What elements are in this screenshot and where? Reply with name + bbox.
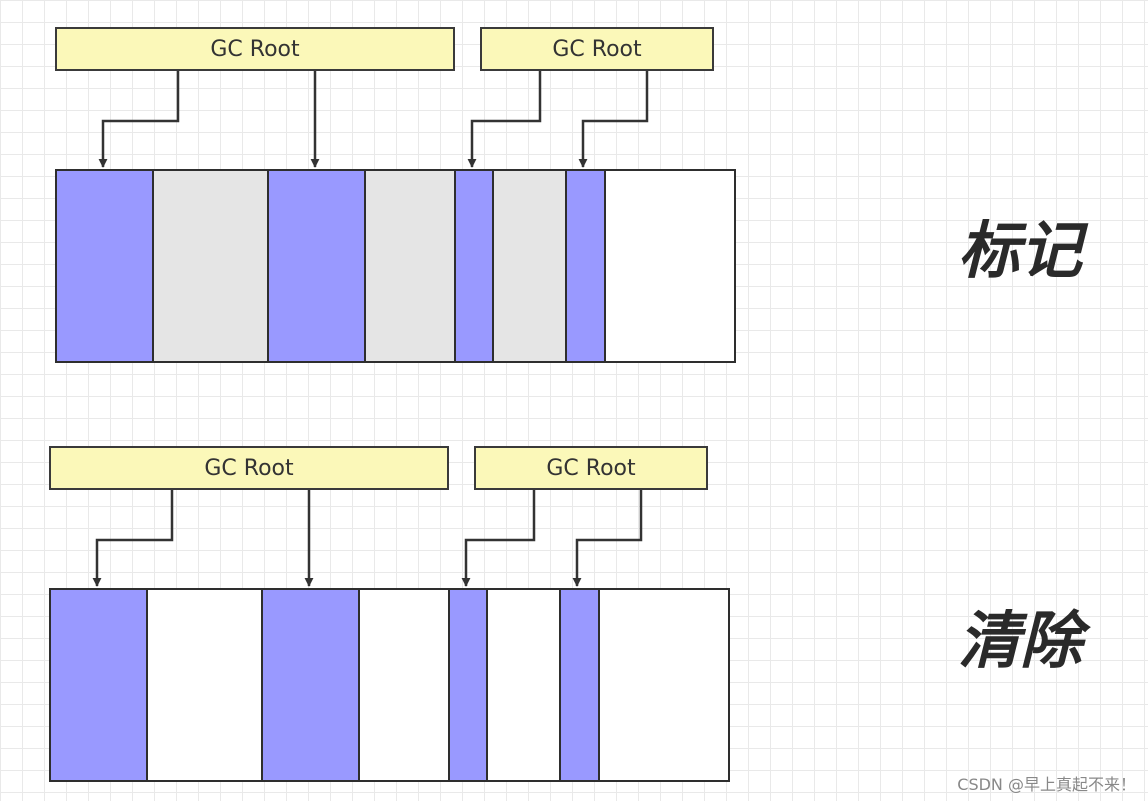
sweep-gc-root-1: GC Root xyxy=(49,446,449,490)
mark-heap-cell-1 xyxy=(57,171,154,361)
mark-heap xyxy=(55,169,736,363)
mark-arrow-4 xyxy=(578,71,649,168)
sweep-heap xyxy=(49,588,730,782)
mark-heap-cell-5 xyxy=(456,171,494,361)
watermark: CSDN @早上真起不来！ xyxy=(957,775,1136,794)
mark-heap-cell-3 xyxy=(269,171,366,361)
mark-arrow-3 xyxy=(467,71,542,168)
mark-gc-root-2: GC Root xyxy=(480,27,714,71)
sweep-gc-root-2: GC Root xyxy=(474,446,708,490)
sweep-phase-label: 清除 xyxy=(958,604,1083,677)
sweep-heap-cell-5 xyxy=(450,590,488,780)
mark-heap-cell-7 xyxy=(567,171,606,361)
sweep-heap-cell-2 xyxy=(148,590,263,780)
mark-arrow-1 xyxy=(98,71,180,168)
sweep-heap-cell-8 xyxy=(600,590,728,780)
mark-phase-label: 标记 xyxy=(958,214,1083,287)
sweep-gc-root-2-label: GC Root xyxy=(546,455,636,481)
mark-gc-root-2-label: GC Root xyxy=(552,36,642,62)
mark-heap-cell-4 xyxy=(366,171,456,361)
mark-gc-root-1: GC Root xyxy=(55,27,455,71)
mark-heap-cell-8 xyxy=(606,171,734,361)
sweep-heap-cell-7 xyxy=(561,590,600,780)
mark-heap-cell-6 xyxy=(494,171,567,361)
sweep-arrow-3 xyxy=(461,490,536,587)
sweep-arrow-1 xyxy=(92,490,174,587)
sweep-heap-cell-3 xyxy=(263,590,360,780)
mark-heap-cell-2 xyxy=(154,171,269,361)
sweep-gc-root-1-label: GC Root xyxy=(204,455,294,481)
mark-gc-root-1-label: GC Root xyxy=(210,36,300,62)
sweep-heap-cell-4 xyxy=(360,590,450,780)
sweep-arrow-4 xyxy=(572,490,643,587)
sweep-heap-cell-6 xyxy=(488,590,561,780)
sweep-heap-cell-1 xyxy=(51,590,148,780)
